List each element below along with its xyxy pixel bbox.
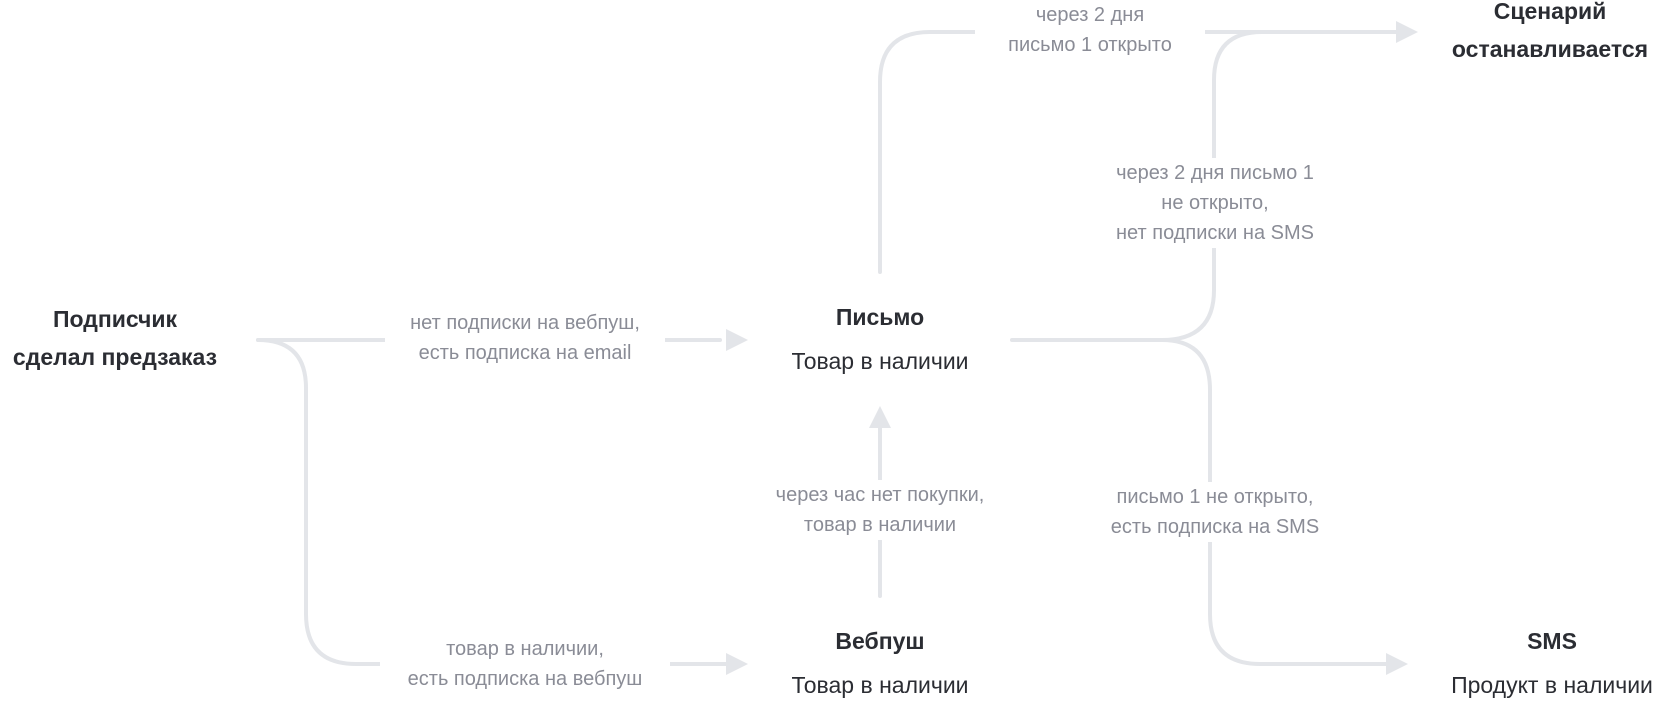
arrowhead-webpush bbox=[726, 653, 748, 675]
edge-label-line: через 2 дня bbox=[1035, 4, 1145, 26]
node-sms: SMS Продукт в наличии bbox=[1432, 622, 1672, 704]
edge-label-start-to-webpush: товар в наличии, есть подписка на вебпуш bbox=[380, 634, 670, 694]
node-sms-title: SMS bbox=[1527, 628, 1577, 654]
edge-label-line: нет подписки на SMS bbox=[1116, 222, 1314, 244]
node-webpush-subtitle: Товар в наличии bbox=[791, 672, 969, 698]
node-email: Письмо Товар в наличии bbox=[760, 298, 1000, 380]
node-email-subtitle: Товар в наличии bbox=[791, 348, 969, 374]
arrowhead-stop bbox=[1396, 21, 1418, 43]
connector-not-opened-sms bbox=[1160, 338, 1400, 666]
arrowhead-sms bbox=[1386, 653, 1408, 675]
edge-label-start-to-email: нет подписки на вебпуш, есть подписка на… bbox=[385, 308, 665, 368]
edge-label-line: товар в наличии bbox=[803, 514, 957, 536]
edge-label-line: через час нет покупки, bbox=[775, 484, 985, 506]
edge-label-webpush-to-email: через час нет покупки, товар в наличии bbox=[745, 480, 1015, 540]
edge-label-line: письмо 1 не открыто, bbox=[1116, 486, 1314, 508]
edge-label-line: товар в наличии, bbox=[446, 638, 604, 660]
edge-label-line: есть подписка на SMS bbox=[1110, 516, 1320, 538]
edge-label-line: через 2 дня письмо 1 bbox=[1116, 162, 1314, 184]
node-start-line2: сделал предзаказ bbox=[12, 344, 218, 370]
node-stop-line2: останавливается bbox=[1451, 36, 1649, 62]
edge-label-line: нет подписки на вебпуш, bbox=[410, 312, 640, 334]
edge-label-line: есть подписка на вебпуш bbox=[407, 668, 643, 690]
node-start-line1: Подписчик bbox=[52, 306, 178, 332]
node-stop: Сценарий останавливается bbox=[1430, 0, 1670, 68]
edge-label-not-opened-sms: письмо 1 не открыто, есть подписка на SM… bbox=[1080, 482, 1350, 542]
edge-label-line: не открыто, bbox=[1161, 192, 1269, 214]
arrowhead-up-email bbox=[869, 406, 891, 428]
edge-label-email-opened: через 2 дня письмо 1 открыто bbox=[975, 0, 1205, 60]
node-email-title: Письмо bbox=[835, 304, 925, 330]
edge-label-not-opened-no-sms: через 2 дня письмо 1 не открыто, нет под… bbox=[1080, 158, 1350, 248]
node-webpush-title: Вебпуш bbox=[835, 628, 925, 654]
edge-label-line: есть подписка на email bbox=[418, 342, 632, 364]
edge-label-line: письмо 1 открыто bbox=[1008, 34, 1172, 56]
connector-email-opened bbox=[878, 30, 1402, 274]
node-stop-line1: Сценарий bbox=[1493, 0, 1607, 24]
node-webpush: Вебпуш Товар в наличии bbox=[760, 622, 1000, 704]
arrowhead-email bbox=[726, 329, 748, 351]
node-sms-subtitle: Продукт в наличии bbox=[1451, 672, 1653, 698]
node-start: Подписчик сделал предзаказ bbox=[0, 300, 230, 376]
connector-start-to-webpush bbox=[256, 338, 732, 666]
